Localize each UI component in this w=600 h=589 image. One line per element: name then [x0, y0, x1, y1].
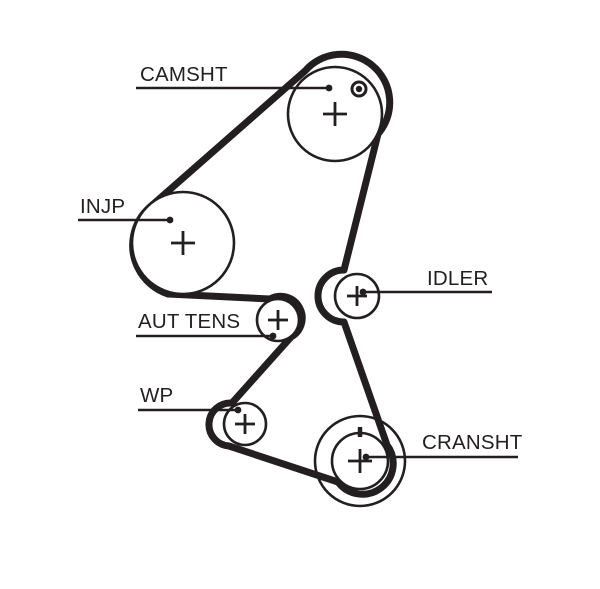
label-idler[interactable]: IDLER — [359, 267, 492, 296]
cransht-label-text: CRANSHT — [422, 431, 523, 454]
label-camsht[interactable]: CAMSHT — [136, 63, 333, 92]
belt-group — [129, 50, 397, 498]
pulley-cransht[interactable] — [313, 414, 407, 508]
camsht-label-text: CAMSHT — [140, 63, 228, 86]
pulley-aut-tens[interactable] — [255, 297, 301, 343]
label-cransht[interactable]: CRANSHT — [362, 431, 523, 461]
camsht-timing-mark-dot-icon — [355, 85, 363, 93]
injp-leader-dot — [166, 216, 174, 224]
label-wp[interactable]: WP — [138, 384, 242, 414]
idler-label-text: IDLER — [427, 267, 488, 290]
cransht-leader-dot — [362, 453, 370, 461]
camsht-leader-dot — [325, 84, 333, 92]
label-aut-tens[interactable]: AUT TENS — [136, 310, 277, 340]
timing-belt-path — [129, 50, 397, 498]
camsht-timing-mark-icon — [350, 80, 368, 98]
wp-leader-dot — [234, 406, 242, 414]
injp-label-text: INJP — [80, 195, 125, 218]
pulley-camsht[interactable] — [286, 65, 384, 163]
aut-tens-label-text: AUT TENS — [138, 310, 240, 333]
label-injp[interactable]: INJP — [78, 195, 174, 224]
aut-tens-leader-dot — [269, 332, 277, 340]
cransht-outer-ring — [313, 414, 407, 508]
wp-label-text: WP — [140, 384, 173, 407]
pulley-wp[interactable] — [222, 401, 268, 447]
idler-leader-dot — [359, 288, 367, 296]
pulley-idler[interactable] — [333, 272, 381, 320]
pulley-injp[interactable] — [130, 190, 236, 296]
